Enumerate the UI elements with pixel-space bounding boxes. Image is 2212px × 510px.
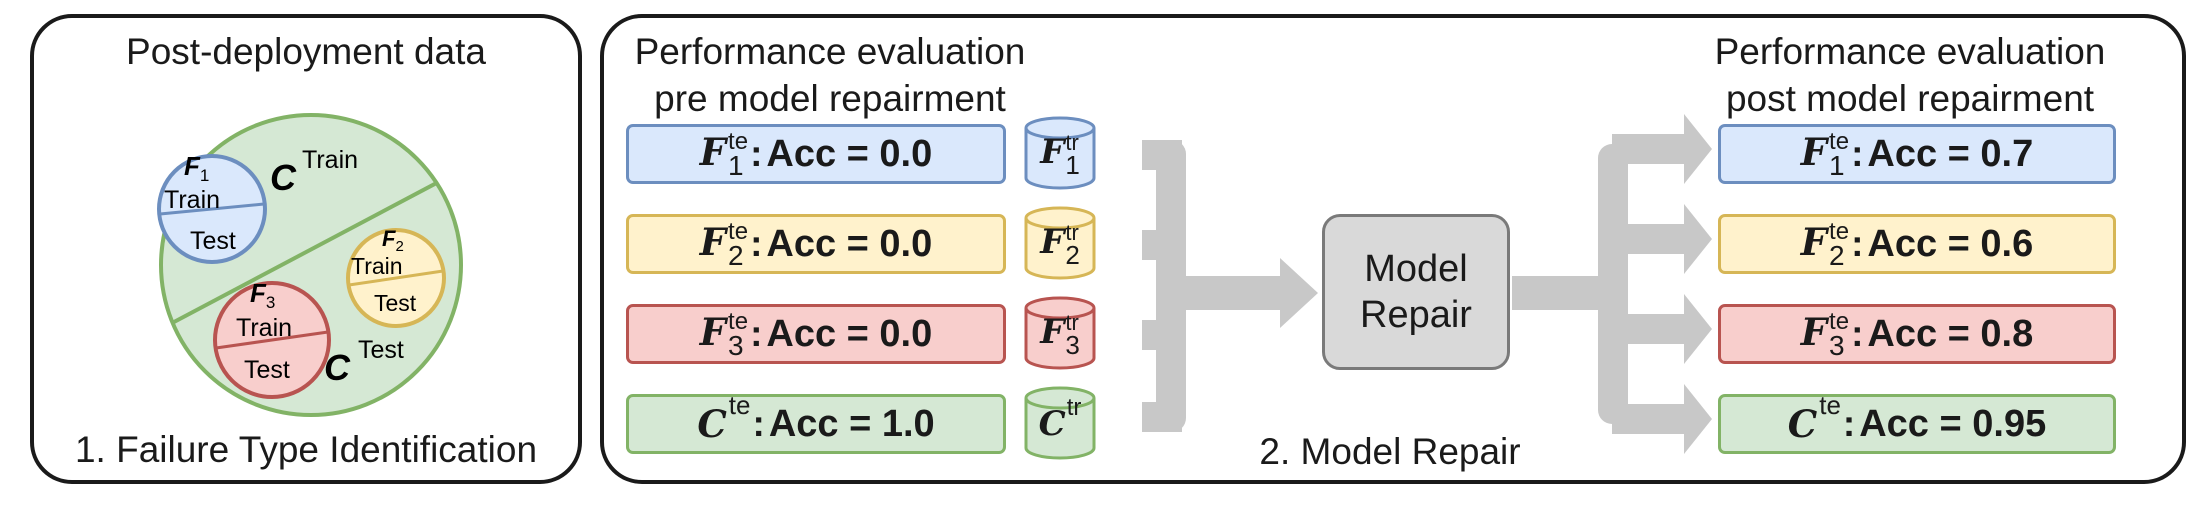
model-repair-box: Model Repair	[1322, 214, 1510, 370]
cylinder-f1	[1024, 116, 1096, 190]
f1-train-label: Train	[164, 186, 220, 214]
left-panel-caption: 1. Failure Type Identification	[74, 429, 538, 470]
cylinder-f2	[1024, 206, 1096, 280]
pre-f1-accuracy: Acc = 0.0	[766, 132, 933, 175]
pre-f3-accuracy: Acc = 0.0	[766, 312, 933, 355]
f1-divider	[159, 202, 265, 216]
split-stub-4	[1612, 404, 1686, 434]
post-c-accuracy: Acc = 0.95	[1859, 402, 2047, 445]
f2-train-label: Train	[351, 253, 403, 279]
right-panel-caption: 2. Model Repair	[1259, 431, 1521, 472]
train-test-divider	[161, 158, 461, 342]
pre-f2-accuracy: Acc = 0.0	[766, 222, 933, 265]
cylinder-f3	[1024, 296, 1096, 370]
split-arrowhead-1	[1684, 114, 1712, 184]
pre-repair-title: Performance evaluation pre model repairm…	[620, 28, 1040, 122]
merge-shaft	[1186, 276, 1282, 310]
cylinder-c	[1024, 386, 1096, 460]
f3-divider	[215, 330, 329, 350]
split-stub-3	[1612, 314, 1686, 344]
merge-arrowhead	[1280, 258, 1318, 328]
f1-symbol: F1	[184, 151, 209, 185]
pre-repair-title-line2: pre model repairment	[654, 78, 1006, 119]
f3-symbol: F3	[250, 278, 275, 312]
split-arrowhead-4	[1684, 384, 1712, 454]
post-repair-title-line2: post model repairment	[1725, 78, 2095, 119]
model-repair-line1: Model	[1364, 248, 1468, 290]
training-data-cylinders	[1024, 116, 1096, 460]
pre-c-accuracy: Acc = 1.0	[768, 402, 935, 445]
split-arrowhead-3	[1684, 294, 1712, 364]
f2-divider	[348, 269, 444, 287]
post-f1-accuracy: Acc = 0.7	[1867, 132, 2034, 175]
f2-symbol: F2	[382, 226, 404, 255]
f3-test-label: Test	[244, 356, 290, 384]
flow-arrows	[1142, 114, 1712, 454]
post-repair-title-line1: Performance evaluation	[1714, 31, 2106, 72]
post-repair-title: Performance evaluation post model repair…	[1700, 28, 2120, 122]
split-stub-1	[1612, 134, 1686, 164]
model-repair-line2: Repair	[1360, 294, 1472, 336]
pre-repair-title-line1: Performance evaluation	[634, 31, 1026, 72]
split-stub-2	[1612, 224, 1686, 254]
f1-test-label: Test	[190, 227, 236, 255]
f3-train-label: Train	[236, 314, 292, 342]
post-f3-accuracy: Acc = 0.8	[1867, 312, 2034, 355]
split-vertical-bar	[1598, 144, 1628, 424]
post-f2-accuracy: Acc = 0.6	[1867, 222, 2034, 265]
f2-test-label: Test	[374, 290, 417, 316]
split-arrowhead-2	[1684, 204, 1712, 274]
left-panel-title: Post-deployment data	[126, 31, 486, 72]
